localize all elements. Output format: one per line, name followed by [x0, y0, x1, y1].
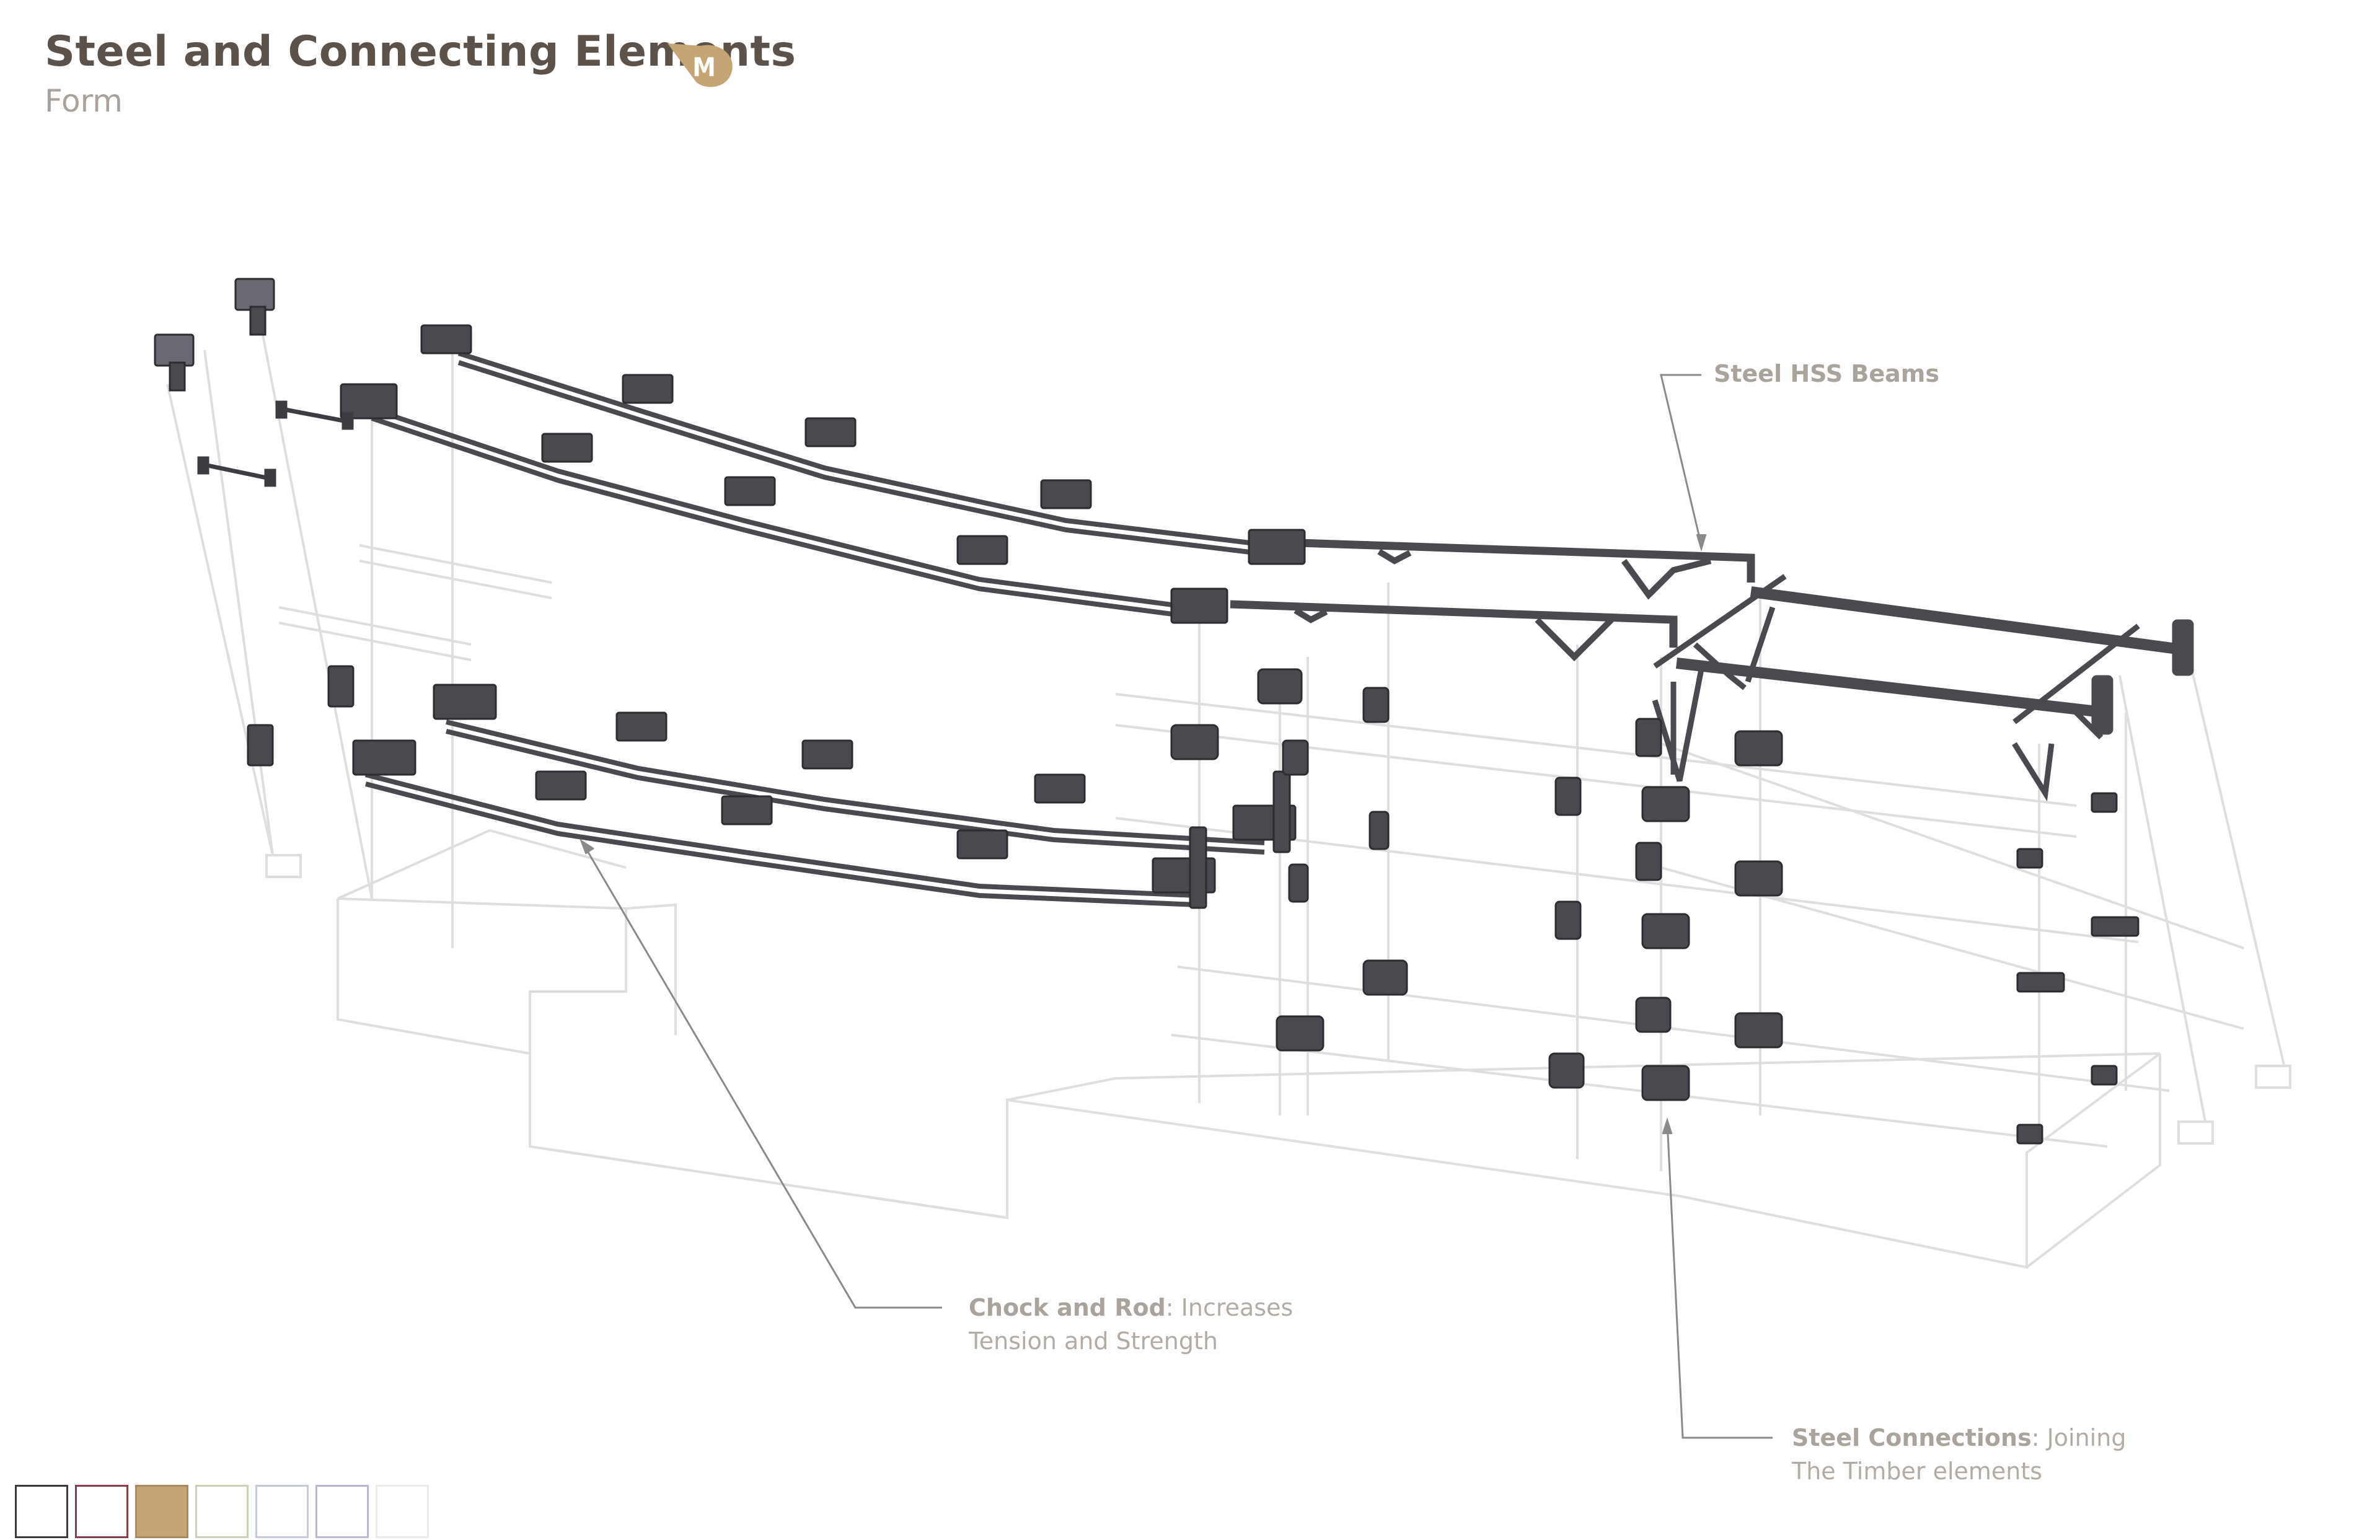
- ghost-footings: [265, 854, 2291, 1145]
- logo-badge-letter: M: [692, 52, 716, 82]
- hss-rails-upper: [365, 351, 1271, 907]
- steel-connections: [1170, 668, 2140, 1145]
- swatch-white-outline: [376, 1485, 429, 1538]
- page-subtitle: Form: [45, 83, 123, 119]
- logo-badge-icon: [668, 43, 733, 87]
- swatch-sage-outline: [195, 1485, 249, 1538]
- steel-rods: [197, 400, 354, 487]
- color-palette: [15, 1485, 429, 1538]
- hss-beam-upper: [1230, 538, 2194, 802]
- callout-steel-hss-beams: Steel HSS Beams: [1714, 360, 1939, 387]
- swatch-lavender-outline: [315, 1485, 369, 1538]
- callout-leaders: [579, 374, 1773, 1439]
- ghost-timber-structure: [166, 322, 2288, 1269]
- swatch-blue-grey-outline: [255, 1485, 309, 1538]
- swatch-maroon-outline: [75, 1485, 128, 1538]
- swatch-tan: [135, 1485, 188, 1538]
- page-title: Steel and Connecting Elements: [45, 27, 796, 76]
- chock-blocks: [154, 278, 1306, 909]
- swatch-charcoal-outline: [15, 1485, 68, 1538]
